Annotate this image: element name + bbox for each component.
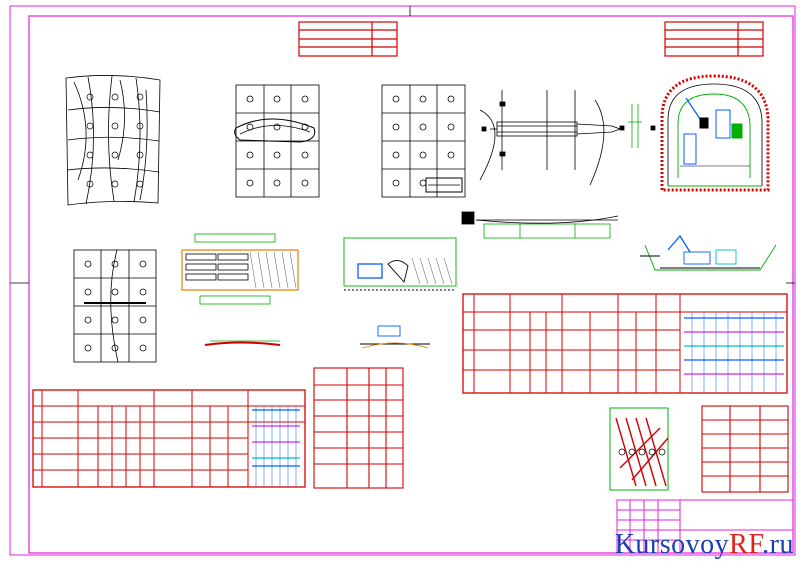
schedule-table-bottom-left — [32, 389, 306, 488]
watermark-logo: KursovoyRF.ru — [615, 529, 794, 561]
specification-table-right — [701, 405, 789, 493]
specification-table-middle — [313, 367, 404, 489]
stamp-table-top-center — [298, 21, 398, 57]
excavator-trench-section — [640, 234, 777, 271]
blast-pattern-plan-1 — [65, 75, 161, 206]
tunnel-cross-section — [660, 74, 770, 192]
loader-tunnel-section — [343, 237, 457, 349]
outer-frame — [9, 5, 796, 556]
stamp-table-top-right — [664, 21, 764, 57]
watermark-part-1: Kursovoy — [614, 529, 730, 560]
watermark-part-2: RF — [729, 529, 763, 560]
ore-block-diagram — [181, 233, 299, 346]
watermark-part-3: .ru — [762, 529, 794, 560]
inner-frame — [28, 15, 794, 554]
title-block — [616, 499, 794, 554]
longitudinal-section — [461, 211, 619, 239]
blast-pattern-plan-3 — [381, 84, 466, 198]
fan-drilling-pattern — [609, 407, 669, 491]
drill-rig-markers — [481, 101, 656, 157]
blast-pattern-plan-4 — [73, 249, 157, 363]
drill-holes-plan-1 — [86, 93, 144, 188]
schedule-table-right — [462, 293, 788, 394]
blast-pattern-plan-2 — [234, 84, 320, 198]
